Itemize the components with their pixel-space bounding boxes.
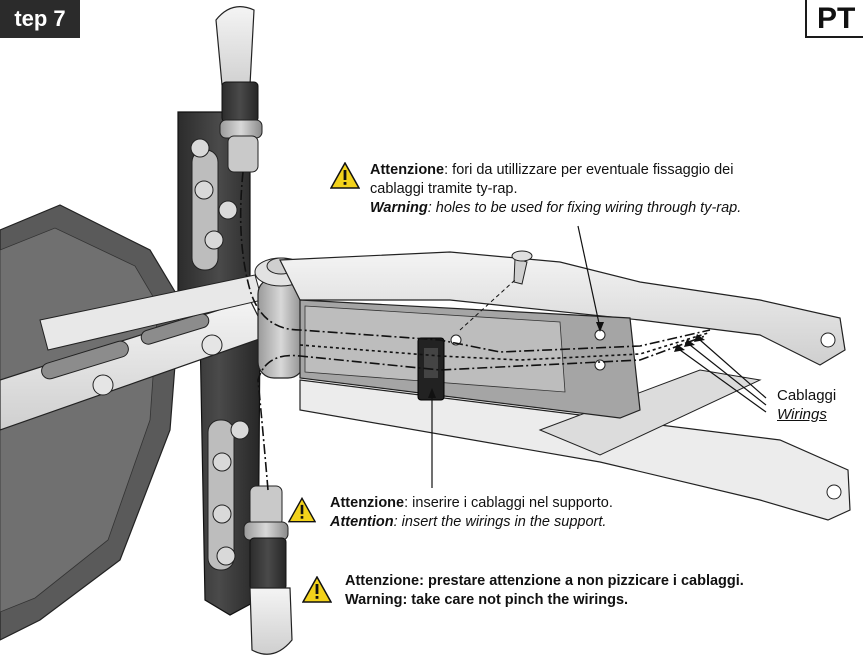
- note-support-en-text: : insert the wirings in the support.: [393, 514, 607, 530]
- note-support-it-bold: Attenzione: [330, 495, 405, 511]
- arrow-head: [694, 334, 705, 342]
- page-code-box: PT: [805, 0, 863, 38]
- leader-lines: [431, 225, 767, 488]
- main-arm: [279, 251, 846, 366]
- tie-hole: [594, 359, 606, 371]
- rail-bolt: [230, 420, 250, 440]
- note-holes-en-bold: Warning: [370, 200, 428, 216]
- arrow-head: [674, 344, 685, 352]
- note-pinch-it: Attenzione: prestare attenzione a non pi…: [345, 573, 744, 589]
- wiring-support-face: [424, 348, 438, 378]
- rail-bolt: [212, 504, 232, 524]
- note-holes-it: Attenzione: fori da utillizzare per even…: [370, 161, 741, 180]
- screw-head: [511, 250, 533, 262]
- wirings-label-it: Cablaggi: [777, 387, 837, 404]
- note-support: Attenzione: inserire i cablaggi nel supp…: [330, 494, 613, 532]
- arrow-head: [428, 388, 436, 398]
- top-connector-ring: [219, 119, 263, 139]
- wirings-label: Cablaggi Wirings: [777, 386, 836, 424]
- note-support-en: Attention: insert the wirings in the sup…: [330, 513, 613, 532]
- arm-bolt: [201, 334, 223, 356]
- step-badge: tep 7: [0, 0, 80, 38]
- note-holes-it-2: cablaggi tramite ty-rap.: [370, 181, 518, 197]
- arrow-head: [596, 322, 604, 332]
- arm-slot: [140, 313, 210, 345]
- lower-truss-arm: [299, 379, 851, 521]
- warning-triangle-icon: [288, 497, 316, 523]
- note-holes: Attenzione: fori da utillizzare per even…: [370, 161, 741, 218]
- note-pinch: Attenzione: prestare attenzione a non pi…: [345, 572, 744, 610]
- rail-bolt: [218, 200, 238, 220]
- rail-bolt: [190, 138, 210, 158]
- warning-triangle-icon: [302, 576, 332, 603]
- wirings-label-en: Wirings: [777, 406, 827, 423]
- step-label: tep 7: [14, 6, 66, 31]
- note-support-en-bold: Attention: [330, 514, 394, 530]
- rail-slot-upper: [191, 149, 219, 271]
- note-holes-en-text: : holes to be used for fixing wiring thr…: [427, 200, 742, 216]
- top-connector-base: [227, 135, 259, 173]
- truss-diagonal: [538, 369, 762, 456]
- warning-triangle-icon: [330, 162, 360, 189]
- rail-bolt: [204, 230, 224, 250]
- rail-bolt: [216, 546, 236, 566]
- bottom-connector-body: [249, 537, 287, 591]
- note-holes-en: Warning: holes to be used for fixing wir…: [370, 199, 741, 218]
- page-code: PT: [817, 2, 856, 35]
- note-pinch-en: Warning: take care not pinch the wirings…: [345, 592, 629, 608]
- note-support-it-text: : inserire i cablaggi nel supporto.: [404, 495, 613, 511]
- rail-bolt: [212, 452, 232, 472]
- bottom-connector-ring: [243, 521, 289, 541]
- arm-end-hole: [826, 484, 842, 500]
- note-holes-it-text: : fori da utillizzare per eventuale fiss…: [444, 162, 734, 178]
- arm-bolt: [92, 374, 114, 396]
- bottom-connector-base: [249, 485, 283, 527]
- top-connector-cap: [215, 6, 255, 91]
- rail-bolt: [194, 180, 214, 200]
- top-connector-body: [221, 81, 259, 123]
- arm-slot: [41, 340, 129, 380]
- arm-end-hole: [820, 332, 836, 348]
- wiring-lines: [239, 171, 711, 491]
- note-holes-it-bold: Attenzione: [370, 162, 445, 178]
- arrow-head: [684, 339, 695, 347]
- bottom-connector-cap: [249, 587, 293, 655]
- small-dash-leader: [459, 279, 516, 331]
- note-support-it: Attenzione: inserire i cablaggi nel supp…: [330, 494, 613, 513]
